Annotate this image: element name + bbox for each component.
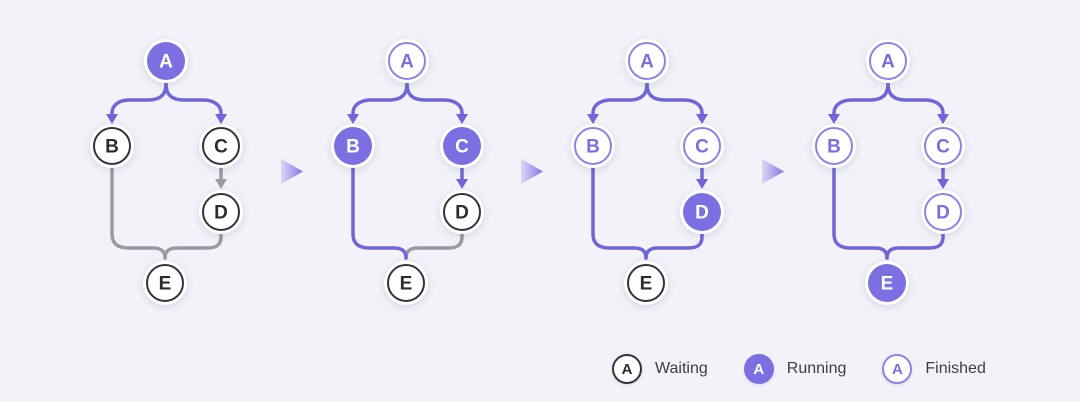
node-e: E [384, 261, 428, 305]
edge-b-to-e [110, 166, 167, 260]
node-a-label: A [159, 52, 173, 73]
edge-a-to-b [347, 82, 409, 124]
dag-panel-1: A B C D E [90, 39, 243, 305]
node-b-label: B [105, 137, 119, 158]
edge-a-to-b [587, 82, 649, 124]
node-c-label: C [455, 137, 469, 158]
node-d: D [921, 190, 965, 234]
node-c-label: C [214, 137, 228, 158]
dag-panel-2: A B C D E [331, 39, 484, 305]
node-e-label: E [881, 274, 894, 295]
node-d: D [199, 190, 243, 234]
legend: A Waiting A Running A Finished [612, 354, 986, 384]
edge-b-to-e [351, 166, 408, 260]
node-e-label: E [159, 274, 172, 295]
node-c: C [921, 124, 965, 168]
legend-label-running: Running [786, 360, 847, 377]
edge-a-to-c [405, 82, 468, 124]
node-d-label: D [936, 203, 950, 224]
node-c: C [199, 124, 243, 168]
edge-c-to-d [937, 166, 949, 189]
node-a: A [625, 39, 669, 83]
node-d-label: D [214, 203, 228, 224]
node-a-label: A [640, 52, 654, 73]
next-step-arrow-icon [521, 159, 543, 184]
edge-a-to-c [886, 82, 949, 124]
node-b-label: B [586, 137, 600, 158]
node-e: E [143, 261, 187, 305]
legend-item-finished: A Finished [882, 354, 986, 384]
edge-d-to-e [404, 232, 464, 260]
legend-item-waiting: A Waiting [612, 354, 708, 384]
node-a: A [144, 39, 188, 83]
node-d-label: D [455, 203, 469, 224]
edge-c-to-d [696, 166, 708, 189]
node-b: B [571, 124, 615, 168]
edge-a-to-b [106, 82, 168, 124]
legend-label-finished: Finished [925, 360, 986, 377]
node-a-label: A [881, 52, 895, 73]
waiting-node-icon: A [612, 354, 642, 384]
next-step-arrow-icon [762, 159, 784, 184]
edge-a-to-c [645, 82, 708, 124]
node-d-label: D [695, 203, 709, 224]
node-e: E [865, 261, 909, 305]
node-b-label: B [346, 137, 360, 158]
edge-b-to-e [591, 166, 648, 260]
node-e-label: E [400, 274, 413, 295]
node-b-label: B [827, 137, 841, 158]
node-e: E [624, 261, 668, 305]
node-c: C [440, 124, 484, 168]
finished-node-icon: A [882, 354, 913, 384]
node-a: A [385, 39, 429, 83]
next-step-arrow-icon [281, 159, 303, 184]
edge-d-to-e [644, 232, 704, 260]
node-d: D [680, 190, 724, 234]
edge-c-to-d [456, 166, 468, 189]
dag-panel-3: A B C D E [571, 39, 724, 305]
node-a: A [866, 39, 910, 83]
legend-item-running: A Running [743, 354, 847, 384]
node-b: B [812, 124, 856, 168]
legend-label-waiting: Waiting [655, 360, 708, 377]
node-e-label: E [640, 274, 653, 295]
edge-b-to-e [832, 166, 889, 260]
edge-c-to-d [215, 166, 227, 189]
node-c: C [680, 124, 724, 168]
running-node-icon: A [743, 354, 774, 384]
edge-d-to-e [163, 232, 223, 260]
node-b: B [331, 124, 375, 168]
node-c-label: C [936, 137, 950, 158]
edge-d-to-e [885, 232, 945, 260]
node-d: D [440, 190, 484, 234]
node-b: B [90, 124, 134, 168]
node-c-label: C [695, 137, 709, 158]
dag-panel-4: A B C D E [812, 39, 965, 305]
node-a-label: A [400, 52, 414, 73]
edge-a-to-b [828, 82, 890, 124]
edge-a-to-c [164, 82, 227, 124]
